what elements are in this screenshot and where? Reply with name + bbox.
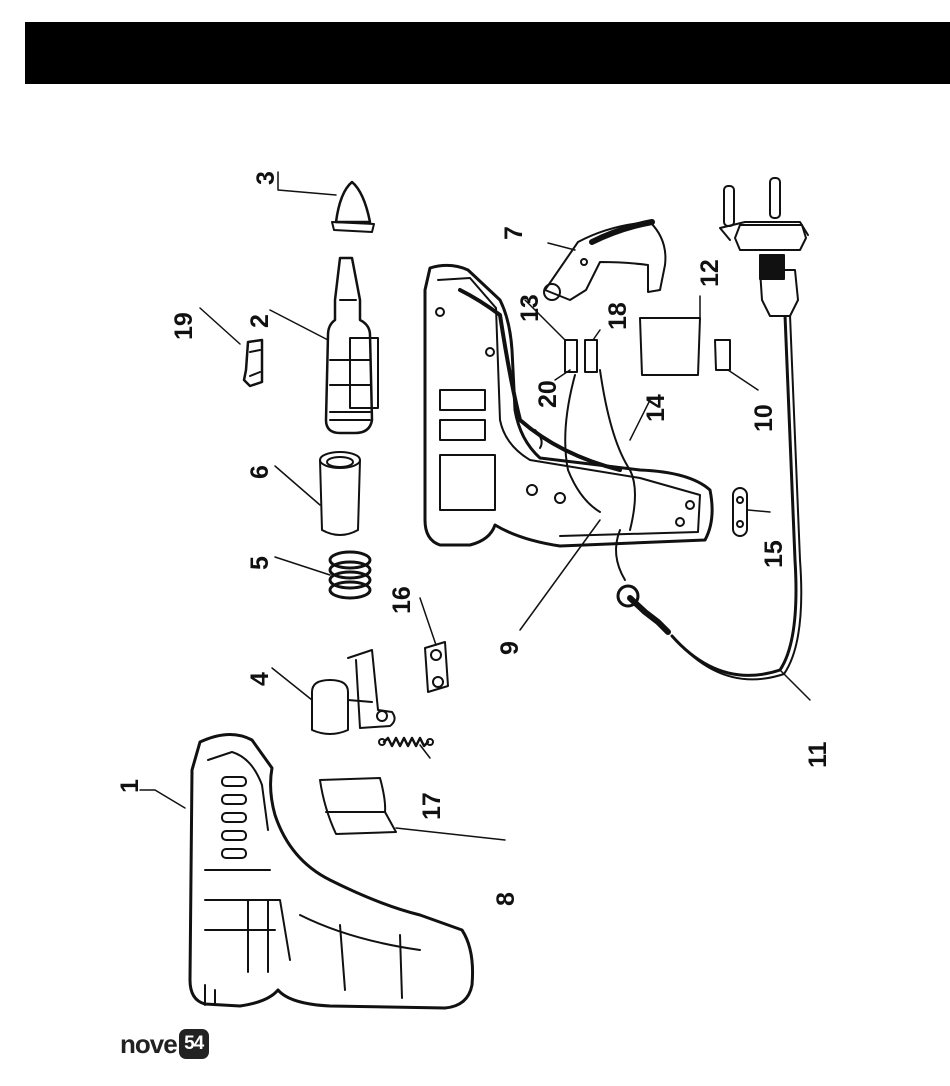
sleeve bbox=[320, 452, 360, 535]
logo-badge: 54 bbox=[179, 1029, 209, 1059]
callout-8: 8 bbox=[492, 892, 520, 906]
callout-2: 2 bbox=[246, 314, 274, 328]
callout-15: 15 bbox=[760, 540, 788, 568]
callout-14: 14 bbox=[642, 394, 670, 422]
nozzle-tip bbox=[332, 182, 374, 232]
small-plates bbox=[565, 318, 730, 375]
spring-coil bbox=[330, 552, 370, 598]
callout-10: 10 bbox=[750, 404, 778, 432]
housing-left bbox=[190, 734, 473, 1008]
callout-6: 6 bbox=[246, 465, 274, 479]
callout-16: 16 bbox=[388, 586, 416, 614]
callout-20: 20 bbox=[534, 380, 562, 408]
callout-3: 3 bbox=[252, 171, 280, 185]
screw-bracket bbox=[425, 642, 448, 692]
callout-9: 9 bbox=[496, 641, 524, 655]
callout-18: 18 bbox=[604, 302, 632, 330]
callout-7: 7 bbox=[500, 226, 528, 240]
callout-1: 1 bbox=[116, 779, 144, 793]
brand-logo: nove 54 bbox=[120, 1026, 209, 1062]
spring bbox=[379, 738, 433, 746]
callout-5: 5 bbox=[246, 556, 274, 570]
clip-part-19 bbox=[244, 340, 262, 386]
heat-plate bbox=[320, 778, 396, 834]
clamp-bracket bbox=[312, 650, 395, 734]
callout-4: 4 bbox=[246, 672, 274, 686]
grommet bbox=[733, 488, 747, 536]
logo-word: nove bbox=[120, 1029, 177, 1060]
callout-17: 17 bbox=[418, 792, 446, 820]
callout-13: 13 bbox=[516, 294, 544, 322]
trigger bbox=[544, 222, 665, 300]
callout-11: 11 bbox=[804, 741, 832, 768]
callout-19: 19 bbox=[170, 312, 198, 340]
power-cord bbox=[618, 178, 808, 679]
nozzle-barrel bbox=[326, 258, 378, 433]
callout-12: 12 bbox=[696, 259, 724, 287]
